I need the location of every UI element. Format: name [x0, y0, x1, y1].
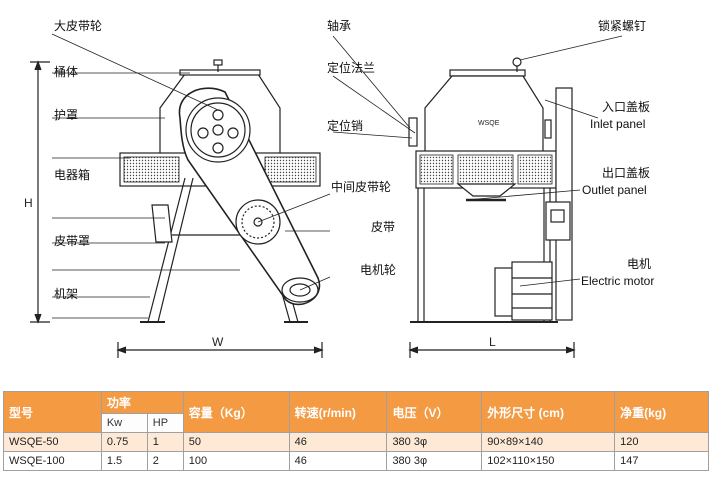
table-row: WSQE-50 0.75 1 50 46 380 3φ 90×89×140 12… [3, 432, 709, 452]
header-size: 外形尺寸 (cm) [481, 391, 616, 433]
cell-model: WSQE-100 [3, 451, 102, 471]
label-motor-pulley: 电机轮 [360, 263, 397, 277]
label-big-pulley: 大皮带轮 [54, 19, 103, 33]
label-lock-screw: 锁紧螺钉 [598, 19, 647, 33]
header-weight: 净重(kg) [614, 391, 709, 433]
left-view [30, 59, 321, 324]
big-pulley [185, 97, 251, 163]
label-locating-flange: 定位法兰 [327, 61, 376, 75]
svg-text:WSQE: WSQE [478, 120, 500, 127]
leader-lines [51, 33, 623, 319]
w-dimension [116, 342, 324, 358]
header-speed: 转速(r/min) [288, 391, 388, 433]
label-bearing: 轴承 [327, 19, 352, 33]
label-barrel: 桶体 [54, 65, 79, 79]
label-guard: 护罩 [54, 108, 79, 122]
header-hp: HP [146, 413, 184, 433]
header-kw: Kw [100, 413, 148, 433]
table-row: WSQE-100 1.5 2 100 46 380 3φ 102×110×150… [3, 451, 709, 471]
spec-table: 型号 功率 容量（Kg） 转速(r/min) 电压（V） 外形尺寸 (cm) 净… [3, 391, 709, 471]
cell-size: 102×110×150 [481, 451, 616, 471]
header-voltage: 电压（V） [386, 391, 483, 433]
label-electric-box: 电器箱 [54, 168, 91, 182]
frame-leg-left [147, 177, 186, 323]
label-locating-pin: 定位销 [327, 119, 364, 133]
label-motor-en: Electric motor [581, 274, 655, 288]
drawing-svg: WSQE [30, 33, 623, 358]
machine-drawing: WSQE [24, 19, 655, 358]
cell-capacity: 100 [182, 451, 290, 471]
cell-size: 90×89×140 [481, 432, 616, 452]
cell-speed: 46 [288, 451, 388, 471]
label-outlet-panel-en: Outlet panel [582, 183, 647, 197]
barrel-side [424, 75, 544, 154]
cell-model: WSQE-50 [3, 432, 102, 452]
header-capacity: 容量（Kg） [182, 391, 290, 433]
l-dimension [408, 342, 576, 358]
dimension-l: L [489, 335, 496, 349]
cell-capacity: 50 [182, 432, 290, 452]
right-view: WSQE [408, 57, 573, 323]
label-middle-pulley: 中间皮带轮 [331, 180, 392, 194]
label-frame: 机架 [54, 287, 79, 301]
cell-weight: 147 [614, 451, 709, 471]
cell-kw: 0.75 [100, 432, 148, 452]
label-belt-cover: 皮带罩 [54, 234, 91, 248]
label-belt: 皮带 [371, 220, 396, 234]
cell-weight: 120 [614, 432, 709, 452]
dimension-w: W [212, 335, 224, 349]
label-inlet-panel-cn: 入口盖板 [602, 100, 651, 114]
label-inlet-panel-en: Inlet panel [590, 117, 646, 131]
cell-kw: 1.5 [100, 451, 148, 471]
cell-voltage: 380 3φ [386, 432, 483, 452]
label-outlet-panel-cn: 出口盖板 [602, 166, 651, 180]
cell-voltage: 380 3φ [386, 451, 483, 471]
dimension-h: H [24, 196, 33, 210]
label-motor-cn: 电机 [627, 257, 652, 271]
header-power: 功率 [100, 391, 184, 414]
cell-hp: 2 [146, 451, 184, 471]
header-model: 型号 [3, 391, 102, 433]
cell-speed: 46 [288, 432, 388, 452]
cell-hp: 1 [146, 432, 184, 452]
